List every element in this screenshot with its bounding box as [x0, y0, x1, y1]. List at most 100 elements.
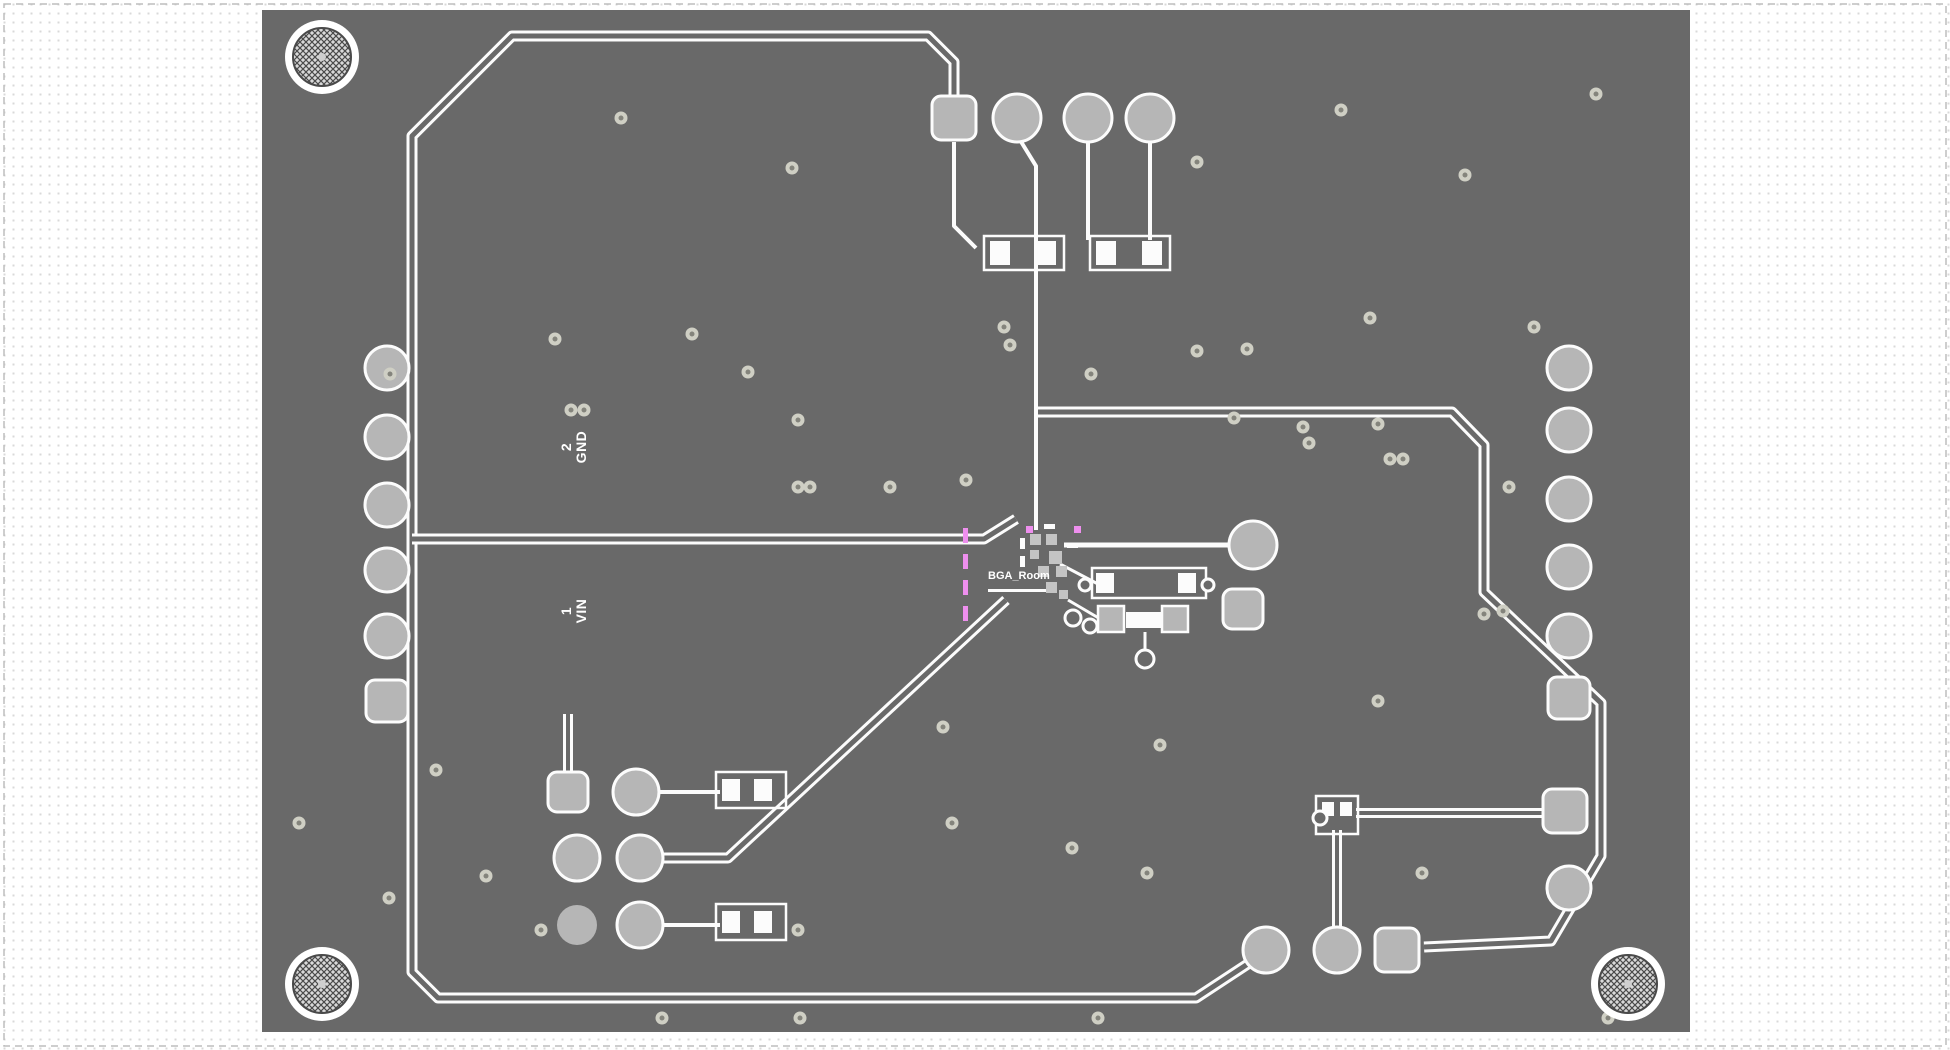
trace-1[interactable]: [1018, 138, 1038, 530]
via-21[interactable]: [1296, 420, 1310, 434]
square-pad-0[interactable]: [364, 678, 410, 724]
round-pad-5[interactable]: [1545, 344, 1593, 392]
via-19[interactable]: [1190, 344, 1204, 358]
footprint-pad[interactable]: [1142, 241, 1162, 265]
round-pad-17[interactable]: [615, 833, 665, 883]
bga-pad-6[interactable]: [1046, 582, 1057, 593]
footprint-pad[interactable]: [990, 241, 1010, 265]
via-23[interactable]: [1527, 320, 1541, 334]
via-47[interactable]: [793, 1011, 807, 1025]
ring-via-2[interactable]: [1077, 577, 1093, 593]
ring-via-4[interactable]: [1134, 648, 1156, 670]
via-6[interactable]: [383, 367, 397, 381]
plain-pad-0[interactable]: [557, 905, 597, 945]
via-38[interactable]: [945, 816, 959, 830]
round-pad-10[interactable]: [1545, 864, 1593, 912]
bga-pad-2[interactable]: [1030, 550, 1039, 559]
footprint-pad[interactable]: [722, 911, 740, 933]
bga-pad-4[interactable]: [1038, 566, 1049, 577]
via-26[interactable]: [1371, 417, 1385, 431]
via-14[interactable]: [791, 480, 805, 494]
via-43[interactable]: [791, 923, 805, 937]
square-pad-5[interactable]: [1373, 926, 1421, 974]
via-31[interactable]: [1477, 607, 1491, 621]
via-30[interactable]: [959, 473, 973, 487]
round-pad-16[interactable]: [552, 833, 602, 883]
ring-via-0[interactable]: [1063, 608, 1083, 628]
round-pad-12[interactable]: [1062, 92, 1114, 144]
via-0[interactable]: [614, 111, 628, 125]
copper-plane[interactable]: [262, 10, 1690, 1032]
via-9[interactable]: [577, 403, 591, 417]
via-8[interactable]: [564, 403, 578, 417]
footprint-pad[interactable]: [754, 779, 772, 801]
via-28[interactable]: [1396, 452, 1410, 466]
footprint-pad[interactable]: [1096, 573, 1114, 593]
square-pad-6[interactable]: [546, 770, 590, 814]
component-footprint-0[interactable]: [982, 234, 1066, 272]
via-40[interactable]: [1153, 738, 1167, 752]
round-pad-15[interactable]: [611, 767, 661, 817]
via-16[interactable]: [997, 320, 1011, 334]
mounting-hole-2[interactable]: [1591, 947, 1665, 1021]
via-24[interactable]: [1227, 411, 1241, 425]
component-footprint-5[interactable]: [714, 902, 788, 942]
via-18[interactable]: [1084, 367, 1098, 381]
via-36[interactable]: [479, 869, 493, 883]
footprint-pad[interactable]: [1340, 802, 1352, 816]
ring-via-1[interactable]: [1081, 617, 1099, 635]
via-11[interactable]: [741, 365, 755, 379]
ring-via-5[interactable]: [1311, 809, 1329, 827]
net-label-gnd[interactable]: 2 GND: [558, 431, 589, 464]
square-pad-2[interactable]: [930, 94, 978, 142]
bga-pad-1[interactable]: [1046, 534, 1057, 545]
via-10[interactable]: [685, 327, 699, 341]
footprint-pad[interactable]: [1036, 241, 1056, 265]
round-pad-0[interactable]: [363, 344, 411, 392]
via-17[interactable]: [1003, 338, 1017, 352]
bga-room-label[interactable]: BGA_Room: [988, 570, 1050, 582]
footprint-pad[interactable]: [1096, 604, 1126, 634]
via-4[interactable]: [1589, 87, 1603, 101]
round-pad-7[interactable]: [1545, 475, 1593, 523]
via-33[interactable]: [1371, 694, 1385, 708]
footprint-pad[interactable]: [722, 779, 740, 801]
via-42[interactable]: [1415, 866, 1429, 880]
bga-pad-3[interactable]: [1049, 551, 1062, 564]
via-39[interactable]: [1065, 841, 1079, 855]
mounting-hole-0[interactable]: [285, 20, 359, 94]
component-footprint-1[interactable]: [1088, 234, 1172, 272]
via-32[interactable]: [1496, 604, 1510, 618]
via-1[interactable]: [785, 161, 799, 175]
via-29[interactable]: [1502, 480, 1516, 494]
via-13[interactable]: [883, 480, 897, 494]
round-pad-19[interactable]: [1241, 925, 1291, 975]
footprint-pad[interactable]: [754, 911, 772, 933]
square-pad-1[interactable]: [1546, 675, 1592, 721]
via-2[interactable]: [1190, 155, 1204, 169]
via-45[interactable]: [382, 891, 396, 905]
via-44[interactable]: [534, 923, 548, 937]
via-5[interactable]: [1458, 168, 1472, 182]
square-pad-3[interactable]: [1221, 587, 1265, 631]
via-48[interactable]: [1091, 1011, 1105, 1025]
trace-0[interactable]: [952, 142, 978, 250]
round-pad-9[interactable]: [1545, 612, 1593, 660]
via-35[interactable]: [429, 763, 443, 777]
component-footprint-3[interactable]: [1096, 604, 1190, 634]
via-27[interactable]: [1383, 452, 1397, 466]
bga-pad-5[interactable]: [1056, 566, 1067, 577]
via-3[interactable]: [1334, 103, 1348, 117]
round-pad-13[interactable]: [1124, 92, 1176, 144]
bga-pad-0[interactable]: [1030, 534, 1041, 545]
via-34[interactable]: [292, 816, 306, 830]
round-pad-11[interactable]: [991, 92, 1043, 144]
round-pad-2[interactable]: [363, 481, 411, 529]
mounting-hole-1[interactable]: [285, 947, 359, 1021]
round-pad-3[interactable]: [363, 546, 411, 594]
round-pad-18[interactable]: [615, 900, 665, 950]
footprint-pad[interactable]: [1160, 604, 1190, 634]
bga-pad-7[interactable]: [1059, 590, 1068, 599]
round-pad-1[interactable]: [363, 413, 411, 461]
round-pad-6[interactable]: [1545, 406, 1593, 454]
